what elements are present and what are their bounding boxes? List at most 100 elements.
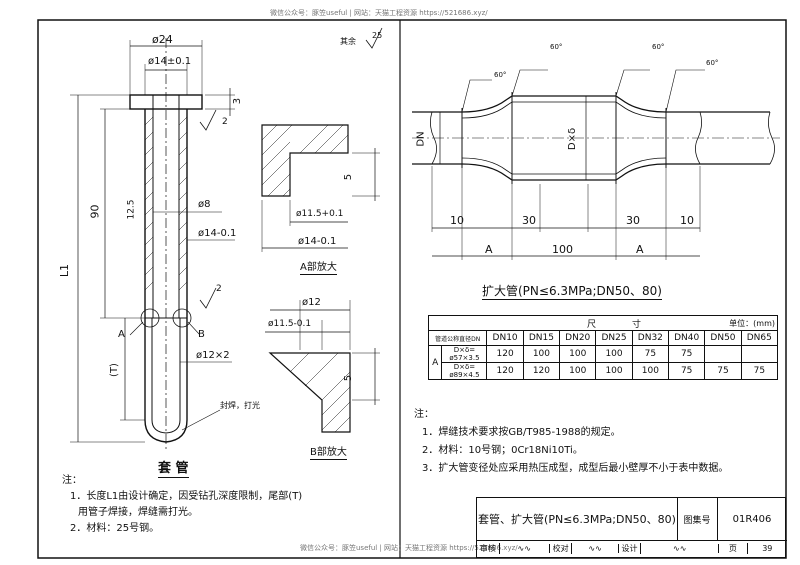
titleblock-atlas-label: 图集号: [683, 515, 711, 526]
dim-T: (T): [108, 363, 120, 377]
roughness-2a: 2: [222, 117, 228, 127]
watermark-top: 微信公众号：豚笠useful | 网站：天猫工程资源 https://52168…: [270, 9, 488, 17]
detailB-d12: ø12: [302, 297, 321, 308]
dim-d24: ø24: [152, 33, 173, 46]
cell: [740, 345, 779, 363]
cell: 100: [522, 345, 561, 363]
signature-3: ∿∿: [641, 544, 720, 553]
titleblock-atlas-no: 01R406: [732, 513, 772, 525]
notes2-2: 2．材料：10号钢；0Cr18Ni10Ti。: [422, 445, 583, 456]
table-row: D×δ= ø89×4.5 120 120 100 100 100 75 75 7…: [429, 362, 779, 380]
sleeve-title: 套 管: [158, 461, 189, 478]
notes2-title: 注：: [414, 409, 434, 420]
table-row: A D×δ= ø57×3.5 120 100 100 100 75 75: [427, 345, 779, 380]
label-B: B: [198, 329, 205, 340]
detailB-d11: ø11.5-0.1: [268, 319, 312, 329]
notes2-3: 3．扩大管变径处应采用热压成型，成型后最小壁厚不小于表中数据。: [422, 463, 729, 474]
roughness-2b: 2: [216, 284, 222, 294]
col-dn10: DN10: [486, 330, 524, 346]
drawing-border: [37, 19, 787, 559]
weld-note: 封焊，打光: [220, 401, 260, 410]
weld-60-3: 60°: [652, 43, 665, 51]
sleeve-note-1: 1．长度L1由设计确定，因受钻孔深度限制，尾部(T): [70, 491, 303, 502]
detailA-caption: A部放大: [300, 262, 337, 275]
dim-10-right: 10: [680, 214, 694, 227]
cell: [704, 345, 742, 363]
col-dn25: DN25: [595, 330, 633, 346]
sleeve-notes-title: 注：: [62, 475, 82, 486]
dim-3: 3: [232, 97, 244, 105]
detailB-h5: 5: [343, 374, 355, 382]
expanded-pipe-drawing: [412, 69, 780, 260]
dim-10-left: 10: [450, 214, 464, 227]
watermark-bottom: 微信公众号：豚笠useful | 网站：天猫工程资源 https://52168…: [300, 544, 518, 552]
col-dn50: DN50: [704, 330, 742, 346]
row-label-A: A: [427, 345, 443, 380]
table-corner: 管道公称直径DN: [427, 330, 488, 346]
cell: 100: [631, 362, 670, 380]
table-header-size: 尺 寸: [523, 315, 705, 331]
titleblock-design: 设计: [619, 543, 642, 554]
weld-60-1: 60°: [494, 71, 507, 79]
col-dn65: DN65: [740, 330, 779, 346]
sleeve-note-2: 2．材料：25号钢。: [70, 523, 160, 534]
sleeve-drawing: [70, 27, 383, 450]
roughness-25: 25: [372, 31, 383, 40]
table-unit: 单位：(mm): [704, 315, 778, 331]
cell: 100: [559, 345, 597, 363]
label-Dxd: D×δ: [567, 127, 579, 151]
dim-30-left: 30: [522, 214, 536, 227]
cell: 120: [486, 362, 524, 380]
dim-d8: ø8: [198, 199, 211, 210]
titleblock-check: 校对: [550, 543, 573, 554]
cell: 100: [595, 345, 633, 363]
detailB-caption: B部放大: [310, 447, 347, 460]
dim-90: 90: [88, 204, 102, 219]
title-block: 套管、扩大管(PN≤6.3MPa;DN50、80) 图集号 01R406 审核 …: [476, 497, 787, 558]
dim-d14-b: ø14-0.1: [198, 228, 237, 239]
detailA-d11: ø11.5+0.1: [296, 209, 344, 219]
titleblock-page-no: 39: [762, 544, 773, 553]
weld-60-2: 60°: [550, 43, 563, 51]
cell: 75: [668, 345, 706, 363]
col-dn20: DN20: [559, 330, 597, 346]
dim-30-right: 30: [626, 214, 640, 227]
col-dn40: DN40: [668, 330, 706, 346]
expanded-title: 扩大管(PN≤6.3MPa;DN50、80): [482, 284, 662, 300]
col-dn15: DN15: [522, 330, 561, 346]
notes2-1: 1．焊缝技术要求按GB/T985-1988的规定。: [422, 427, 621, 438]
signature-2: ∿∿: [572, 544, 619, 553]
label-A: A: [118, 329, 125, 340]
dim-L1: L1: [58, 263, 72, 278]
detailA-d14: ø14-0.1: [298, 236, 337, 247]
cell: [428, 315, 524, 331]
roughness-other: 其余: [340, 37, 356, 46]
titleblock-name: 套管、扩大管(PN≤6.3MPa;DN50、80): [478, 513, 676, 526]
col-dn32: DN32: [631, 330, 670, 346]
dim-12-5: 12.5: [126, 199, 137, 220]
sleeve-note-1b: 用管子焊接，焊缝需打光。: [78, 507, 198, 518]
dim-d14-top: ø14±0.1: [148, 56, 192, 67]
weld-60-4: 60°: [706, 59, 719, 67]
detail-a-drawing: [261, 124, 380, 252]
dim-d12x2: ø12×2: [196, 350, 230, 361]
signature-1: ∿∿: [500, 544, 550, 553]
cell: 100: [559, 362, 597, 380]
detailA-h5: 5: [343, 173, 355, 181]
dim-100: 100: [552, 243, 573, 256]
dim-A-right: A: [636, 243, 644, 256]
label-DN: DN: [415, 131, 427, 147]
detail-b-drawing: [265, 300, 380, 433]
row2-spec: D×δ= ø89×4.5: [441, 362, 488, 380]
titleblock-page-label: 页: [719, 543, 748, 554]
titleblock-review: 审核: [477, 543, 500, 554]
cell: 75: [631, 345, 670, 363]
cell: 120: [522, 362, 561, 380]
row1-spec: D×δ= ø57×3.5: [441, 345, 488, 363]
cell: 75: [740, 362, 779, 380]
cell: 120: [486, 345, 524, 363]
dimension-table: 尺 寸 单位：(mm) 管道公称直径DN DN10 DN15 DN20 DN25…: [427, 315, 779, 380]
cell: 75: [704, 362, 742, 380]
cell: 75: [668, 362, 706, 380]
